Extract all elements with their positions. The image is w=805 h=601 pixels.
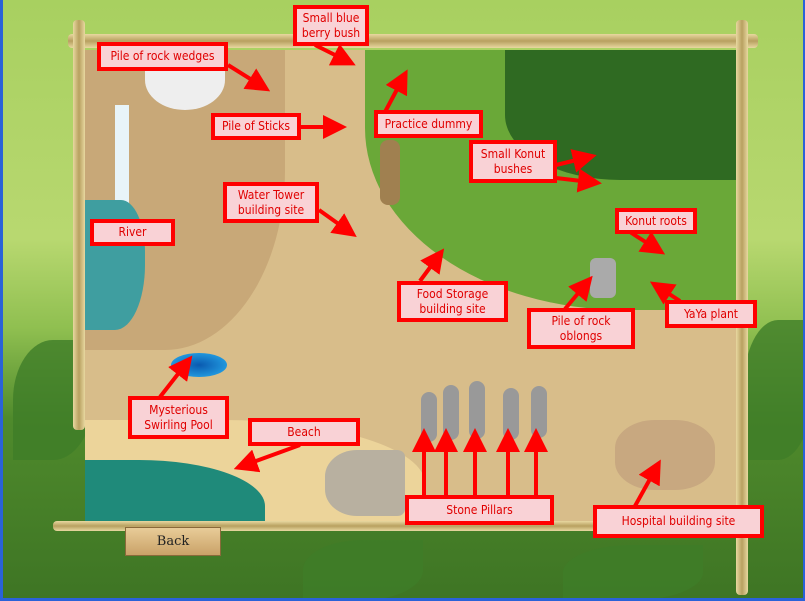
label-hospital-site: Hospital building site [593,505,764,538]
label-river: River [90,219,175,246]
label-food-storage-site: Food Storage building site [397,281,508,322]
label-stone-pillars: Stone Pillars [405,495,554,525]
jungle-leaf [563,545,703,598]
hospital-site[interactable] [615,420,715,490]
stone-pillar[interactable] [503,388,519,440]
label-berry-bush: Small blue berry bush [293,5,369,46]
label-konut-roots: Konut roots [615,208,697,234]
back-button[interactable]: Back [125,527,221,556]
label-water-tower-site: Water Tower building site [223,182,319,223]
label-swirling-pool: Mysterious Swirling Pool [128,396,229,439]
jungle-leaf [303,540,423,598]
stone-platform [325,450,405,516]
label-pile-of-sticks: Pile of Sticks [211,113,301,140]
label-yaya-plant: YaYa plant [665,300,757,328]
label-beach: Beach [248,418,360,446]
practice-dummy[interactable] [380,140,400,205]
bamboo-frame-bottom [53,521,743,531]
label-rock-wedges: Pile of rock wedges [97,42,228,71]
rock-oblongs[interactable] [590,258,616,298]
label-practice-dummy: Practice dummy [374,110,483,138]
bamboo-frame-top [68,34,758,48]
waterfall [115,105,129,205]
stone-pillar[interactable] [443,385,459,440]
stone-pillar[interactable] [531,386,547,438]
label-rock-oblongs: Pile of rock oblongs [527,308,635,349]
label-konut-bushes: Small Konut bushes [469,140,557,183]
bamboo-frame-left [73,20,85,430]
jungle-leaf [743,320,803,460]
stone-pillar[interactable] [469,381,485,439]
